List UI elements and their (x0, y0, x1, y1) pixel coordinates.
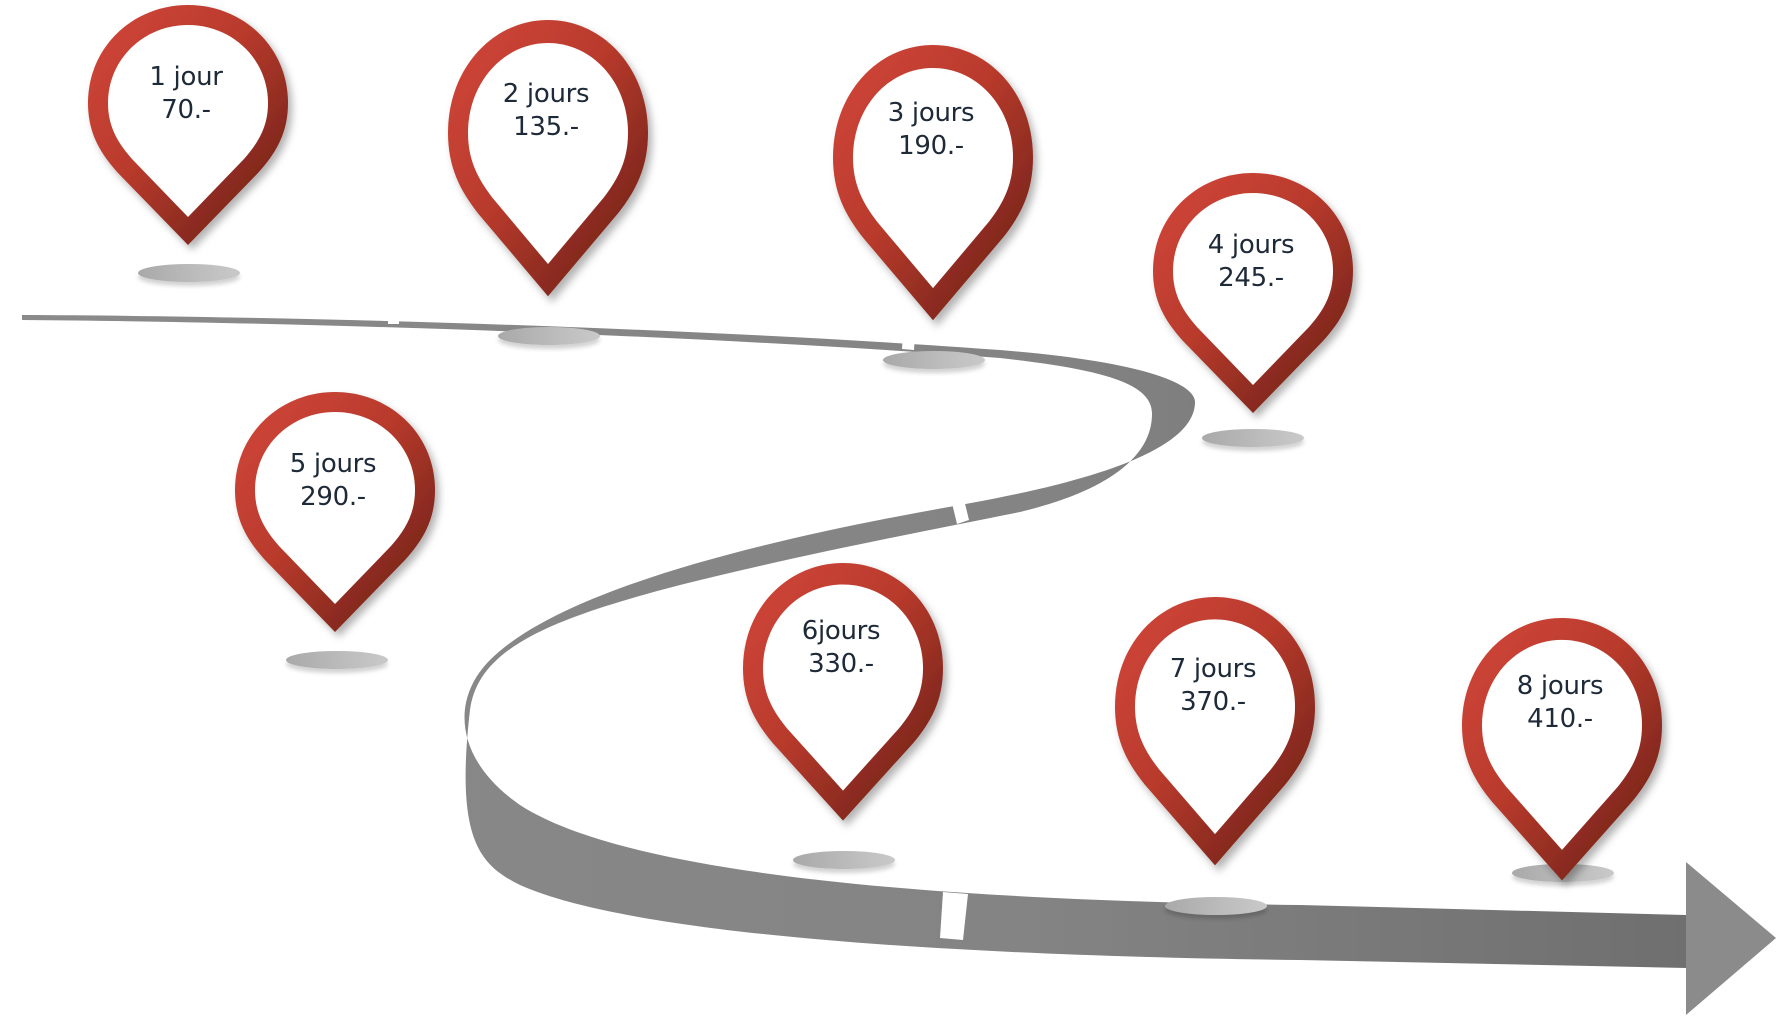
price-marker-3: 3 jours 190.- (833, 45, 1033, 326)
marker-label: 3 jours 190.- (833, 97, 1029, 163)
map-pin-icon (1153, 173, 1353, 413)
marker-label: 6jours 330.- (743, 615, 939, 681)
road-gap (940, 892, 968, 940)
map-pin-icon (1115, 597, 1315, 866)
duration-text: 3 jours (887, 98, 975, 128)
marker-shadow (138, 264, 240, 282)
price-marker-1: 1 jour 70.- (88, 5, 288, 250)
marker-label: 2 jours 135.- (448, 78, 644, 144)
map-pin-icon (833, 45, 1033, 321)
road-gap (946, 475, 969, 524)
duration-text: 4 jours (1207, 230, 1295, 260)
price-text: 190.- (898, 131, 964, 161)
marker-label: 4 jours 245.- (1153, 229, 1349, 295)
price-marker-2: 2 jours 135.- (448, 20, 648, 302)
duration-text: 7 jours (1169, 654, 1257, 684)
map-pin-icon (88, 5, 288, 245)
price-text: 370.- (1180, 687, 1246, 717)
price-marker-4: 4 jours 245.- (1153, 173, 1353, 418)
price-text: 245.- (1218, 263, 1284, 293)
price-text: 290.- (300, 482, 366, 512)
price-text: 70.- (161, 95, 211, 125)
map-pin-icon (235, 392, 435, 632)
marker-shadow (883, 351, 985, 369)
price-marker-8: 8 jours 410.- (1462, 618, 1662, 886)
price-marker-7: 7 jours 370.- (1115, 597, 1315, 871)
marker-shadow (286, 651, 388, 669)
road-gap (902, 334, 915, 350)
marker-label: 1 jour 70.- (88, 61, 284, 127)
marker-label: 5 jours 290.- (235, 448, 431, 514)
map-pin-icon (1462, 618, 1662, 881)
marker-label: 7 jours 370.- (1115, 653, 1311, 719)
road-gap (388, 314, 399, 324)
arrow-head (1686, 862, 1776, 1015)
duration-text: 2 jours (502, 79, 590, 109)
price-text: 135.- (513, 112, 579, 142)
map-pin-icon (743, 563, 943, 821)
marker-shadow (498, 327, 600, 345)
marker-shadow (793, 851, 895, 869)
marker-label: 8 jours 410.- (1462, 670, 1658, 736)
duration-text: 5 jours (289, 449, 377, 479)
marker-shadow (1202, 429, 1304, 447)
price-text: 410.- (1527, 704, 1593, 734)
duration-text: 8 jours (1516, 671, 1604, 701)
map-pin-icon (448, 20, 648, 297)
price-marker-5: 5 jours 290.- (235, 392, 435, 637)
duration-text: 6jours (801, 616, 881, 646)
price-text: 330.- (808, 649, 874, 679)
price-marker-6: 6jours 330.- (743, 563, 943, 826)
duration-text: 1 jour (149, 62, 223, 92)
marker-shadow (1165, 897, 1267, 915)
